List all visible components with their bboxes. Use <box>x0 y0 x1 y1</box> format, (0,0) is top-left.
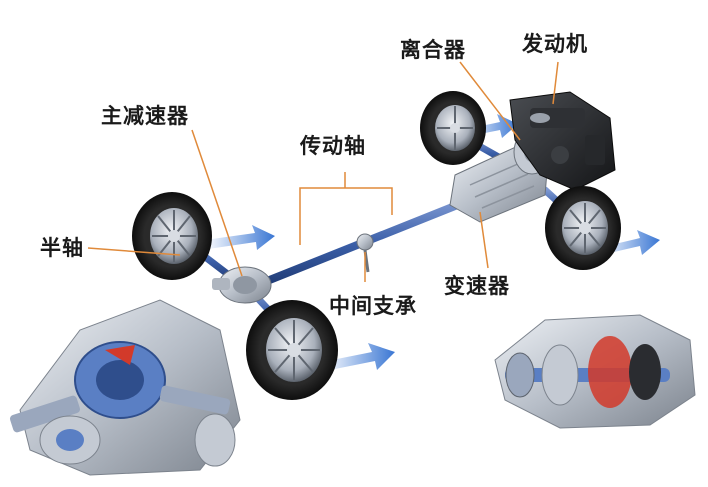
leader-drive-shaft <box>299 172 393 245</box>
final-drive-unit <box>212 266 272 304</box>
wheel-rear-right <box>246 300 338 400</box>
transmission-cutaway <box>494 314 696 429</box>
wheel-rear-left <box>132 192 212 280</box>
label-center-support: 中间支承 <box>329 294 417 318</box>
leader-final-drive <box>191 129 243 277</box>
wheel-front-right <box>545 186 621 270</box>
motion-arrow-rear-left <box>205 225 275 250</box>
wheel-front-left <box>420 91 486 165</box>
label-engine: 发动机 <box>522 32 588 56</box>
center-support-bearing <box>356 233 374 251</box>
label-clutch: 离合器 <box>400 38 466 62</box>
engine-block <box>509 91 616 191</box>
label-final-drive: 主减速器 <box>101 104 189 128</box>
label-drive-shaft: 传动轴 <box>300 134 366 158</box>
label-transmission: 变速器 <box>444 274 510 298</box>
leader-transmission <box>479 211 489 269</box>
label-half-shaft: 半轴 <box>40 236 84 260</box>
leader-clutch <box>459 61 521 141</box>
final-drive-cutaway <box>9 299 241 476</box>
leader-half-shaft <box>87 247 181 256</box>
engine-badge <box>530 113 550 123</box>
leader-engine <box>552 61 559 105</box>
motion-arrow-rear-right <box>322 343 395 371</box>
drive-shaft <box>248 196 474 291</box>
leader-lines <box>87 61 559 282</box>
